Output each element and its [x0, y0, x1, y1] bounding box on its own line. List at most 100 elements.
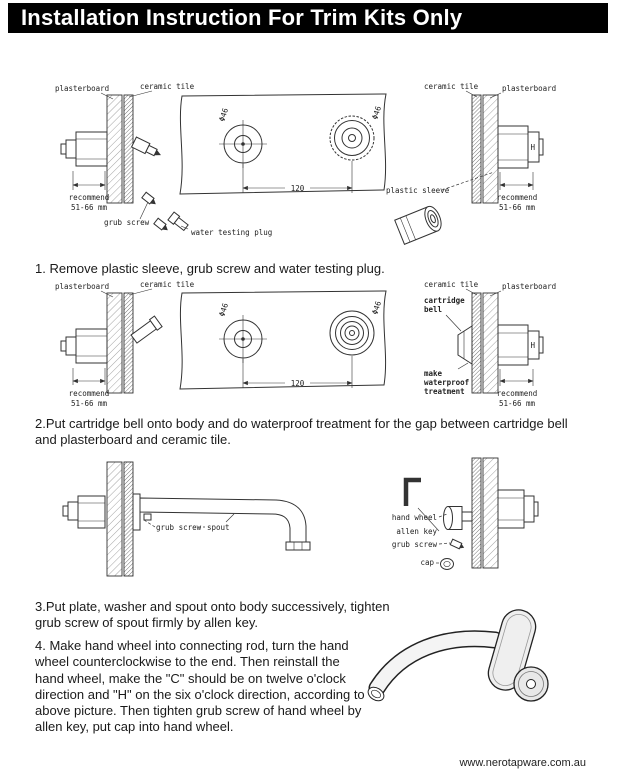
label-cartridge-bell: cartridge bell: [424, 296, 465, 332]
svg-text:spout: spout: [207, 523, 230, 532]
svg-text:hand wheel: hand wheel: [392, 513, 437, 522]
spout-part: [132, 493, 311, 551]
label-cap: cap: [420, 558, 440, 567]
label-plasterboard-left: plasterboard: [55, 282, 114, 298]
svg-text:cartridge: cartridge: [424, 296, 465, 305]
valve-body-right: [497, 489, 539, 529]
label-plasterboard-right: plasterboard: [489, 84, 556, 99]
valve-port-left: Φ46: [217, 106, 267, 168]
tile-panel: [179, 290, 387, 390]
step3-text: 3.Put plate, washer and spout onto body …: [35, 599, 390, 631]
svg-text:recommend: recommend: [69, 193, 110, 202]
svg-text:plastic sleeve: plastic sleeve: [386, 186, 450, 195]
svg-text:ceramic tile: ceramic tile: [424, 82, 479, 91]
step4-text: 4. Make hand wheel into connecting rod, …: [35, 638, 365, 735]
spout-outlet: [367, 686, 385, 702]
step2-text: 2.Put cartridge bell onto body and do wa…: [35, 416, 568, 448]
water-testing-plug-part: water testing plug: [167, 211, 272, 237]
svg-text:Φ46: Φ46: [217, 301, 230, 317]
label-spout: spout: [198, 513, 235, 532]
dimension-recommend-left: recommend 51-66 mm: [69, 171, 110, 212]
diagram-step4-assembled: [367, 609, 549, 702]
svg-text:plasterboard: plasterboard: [502, 282, 556, 291]
svg-text:waterproof: waterproof: [424, 378, 469, 387]
svg-text:recommend: recommend: [497, 389, 538, 398]
svg-text:water testing plug: water testing plug: [191, 228, 272, 237]
cartridge-bell-face: Φ46: [329, 299, 383, 356]
svg-text:allen key: allen key: [396, 527, 437, 536]
svg-text:grub screw: grub screw: [392, 540, 438, 549]
valve-body-left: [62, 495, 106, 529]
svg-text:51-66 mm: 51-66 mm: [71, 399, 108, 408]
svg-text:51-66 mm: 51-66 mm: [71, 203, 108, 212]
tile-panel: [179, 93, 387, 195]
dimension-recommend-right: recommend 51-66 mm: [497, 369, 538, 408]
svg-text:Φ46: Φ46: [370, 299, 383, 315]
svg-text:plasterboard: plasterboard: [55, 84, 109, 93]
label-ceramic-tile-right: ceramic tile: [424, 82, 479, 98]
svg-text:make: make: [424, 369, 443, 378]
step1-text: 1. Remove plastic sleeve, grub screw and…: [35, 261, 385, 276]
svg-text:51-66 mm: 51-66 mm: [499, 203, 536, 212]
hand-wheel-assembled: [513, 666, 549, 702]
grub-screw-parts: grub screw: [104, 191, 168, 231]
svg-text:treatment: treatment: [424, 387, 465, 396]
valve-body-right: H: [497, 125, 544, 169]
svg-text:recommend: recommend: [497, 193, 538, 202]
cap-part: [440, 558, 454, 570]
svg-text:120: 120: [291, 379, 305, 388]
valve-body-right: H: [497, 324, 544, 366]
diagram-step2: plasterboard ceramic tile recommend 51-6…: [55, 280, 556, 408]
svg-text:Φ46: Φ46: [217, 106, 230, 122]
page-header: Installation Instruction For Trim Kits O…: [8, 3, 608, 33]
grub-screw-part: [449, 538, 465, 550]
svg-text:ceramic tile: ceramic tile: [140, 82, 195, 91]
diagram-step1: plasterboard ceramic tile recommend 51-6…: [55, 82, 556, 245]
svg-text:grub screw: grub screw: [104, 218, 150, 227]
valve-port-right: Φ46: [329, 104, 383, 161]
wall-section-right: [471, 94, 499, 204]
svg-text:ceramic tile: ceramic tile: [424, 280, 479, 289]
wall-section-right: [471, 457, 499, 569]
svg-text:plasterboard: plasterboard: [502, 84, 556, 93]
wall-section-left: [106, 94, 134, 204]
svg-text:cap: cap: [420, 558, 434, 567]
label-plasterboard-left: plasterboard: [55, 84, 114, 100]
label-grub-screw: grub screw: [392, 540, 451, 549]
svg-text:120: 120: [291, 184, 305, 193]
valve-port-left: Φ46: [217, 301, 267, 363]
svg-text:H: H: [531, 143, 536, 152]
label-hand-wheel: hand wheel: [392, 513, 448, 522]
label-allen-key: allen key: [396, 507, 440, 536]
website-url: www.nerotapware.com.au: [459, 757, 586, 769]
plastic-sleeve-part: [394, 205, 442, 245]
svg-text:Φ46: Φ46: [370, 104, 383, 120]
diagram-step3: grub screw spout: [62, 457, 539, 577]
label-grub-screw: grub screw: [143, 519, 202, 532]
dimension-recommend-right: recommend 51-66 mm: [497, 172, 538, 212]
wall-section-left: [106, 292, 134, 394]
wall-section-right: [471, 292, 499, 394]
svg-text:plasterboard: plasterboard: [55, 282, 109, 291]
label-plastic-sleeve: plastic sleeve: [386, 171, 495, 195]
page-title: Installation Instruction For Trim Kits O…: [21, 5, 463, 30]
label-ceramic-tile-left: ceramic tile: [128, 280, 195, 296]
label-ceramic-tile-right: ceramic tile: [424, 280, 479, 296]
svg-text:ceramic tile: ceramic tile: [140, 280, 195, 289]
label-plasterboard-right: plasterboard: [489, 282, 556, 297]
label-ceramic-tile-left: ceramic tile: [128, 82, 195, 98]
allen-key-part: [403, 477, 421, 506]
svg-text:bell: bell: [424, 305, 442, 314]
svg-text:recommend: recommend: [69, 389, 110, 398]
valve-stem-right: [130, 136, 161, 157]
svg-text:51-66 mm: 51-66 mm: [499, 399, 536, 408]
dimension-120: 120: [242, 356, 353, 388]
svg-text:H: H: [531, 341, 536, 350]
valve-body-left: [60, 131, 108, 167]
connecting-rod: [130, 315, 163, 344]
dimension-120: 120: [242, 161, 353, 193]
spout-assembled: [367, 630, 504, 702]
svg-text:grub screw: grub screw: [156, 523, 202, 532]
dimension-recommend-left: recommend 51-66 mm: [69, 368, 110, 408]
